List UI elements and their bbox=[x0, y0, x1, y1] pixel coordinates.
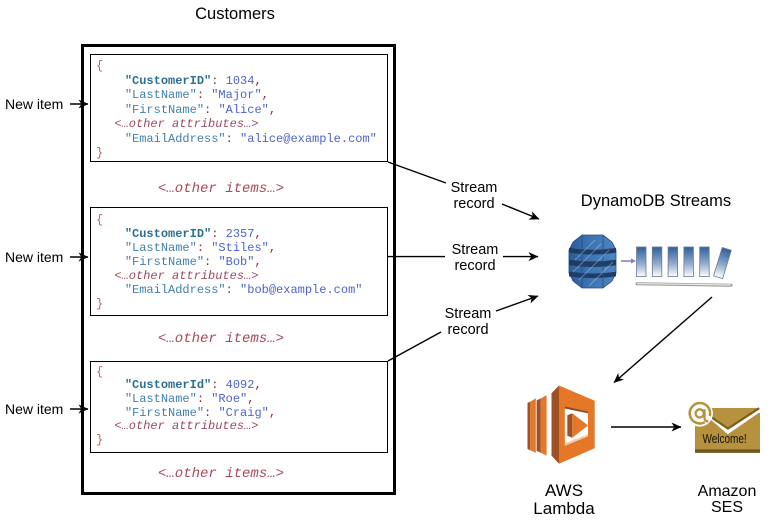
svg-text:Welcome!: Welcome! bbox=[703, 433, 747, 446]
